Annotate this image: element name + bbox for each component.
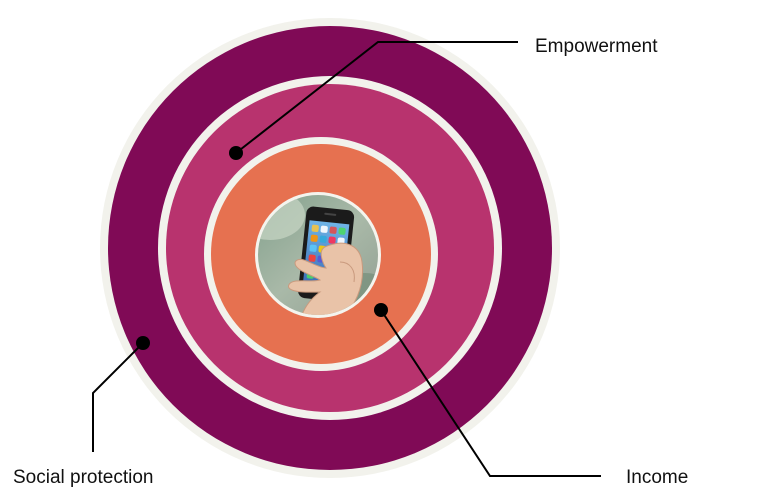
income-leader-line <box>380 309 601 477</box>
social-protection-marker-dot <box>136 336 150 350</box>
social-protection-leader-line <box>92 342 144 452</box>
empowerment-label: Empowerment <box>535 36 658 57</box>
empowerment-leader-line <box>235 41 518 154</box>
social-protection-label: Social protection <box>13 467 154 488</box>
empowerment-marker-dot <box>229 146 243 160</box>
income-label: Income <box>626 467 689 488</box>
income-marker-dot <box>374 303 388 317</box>
